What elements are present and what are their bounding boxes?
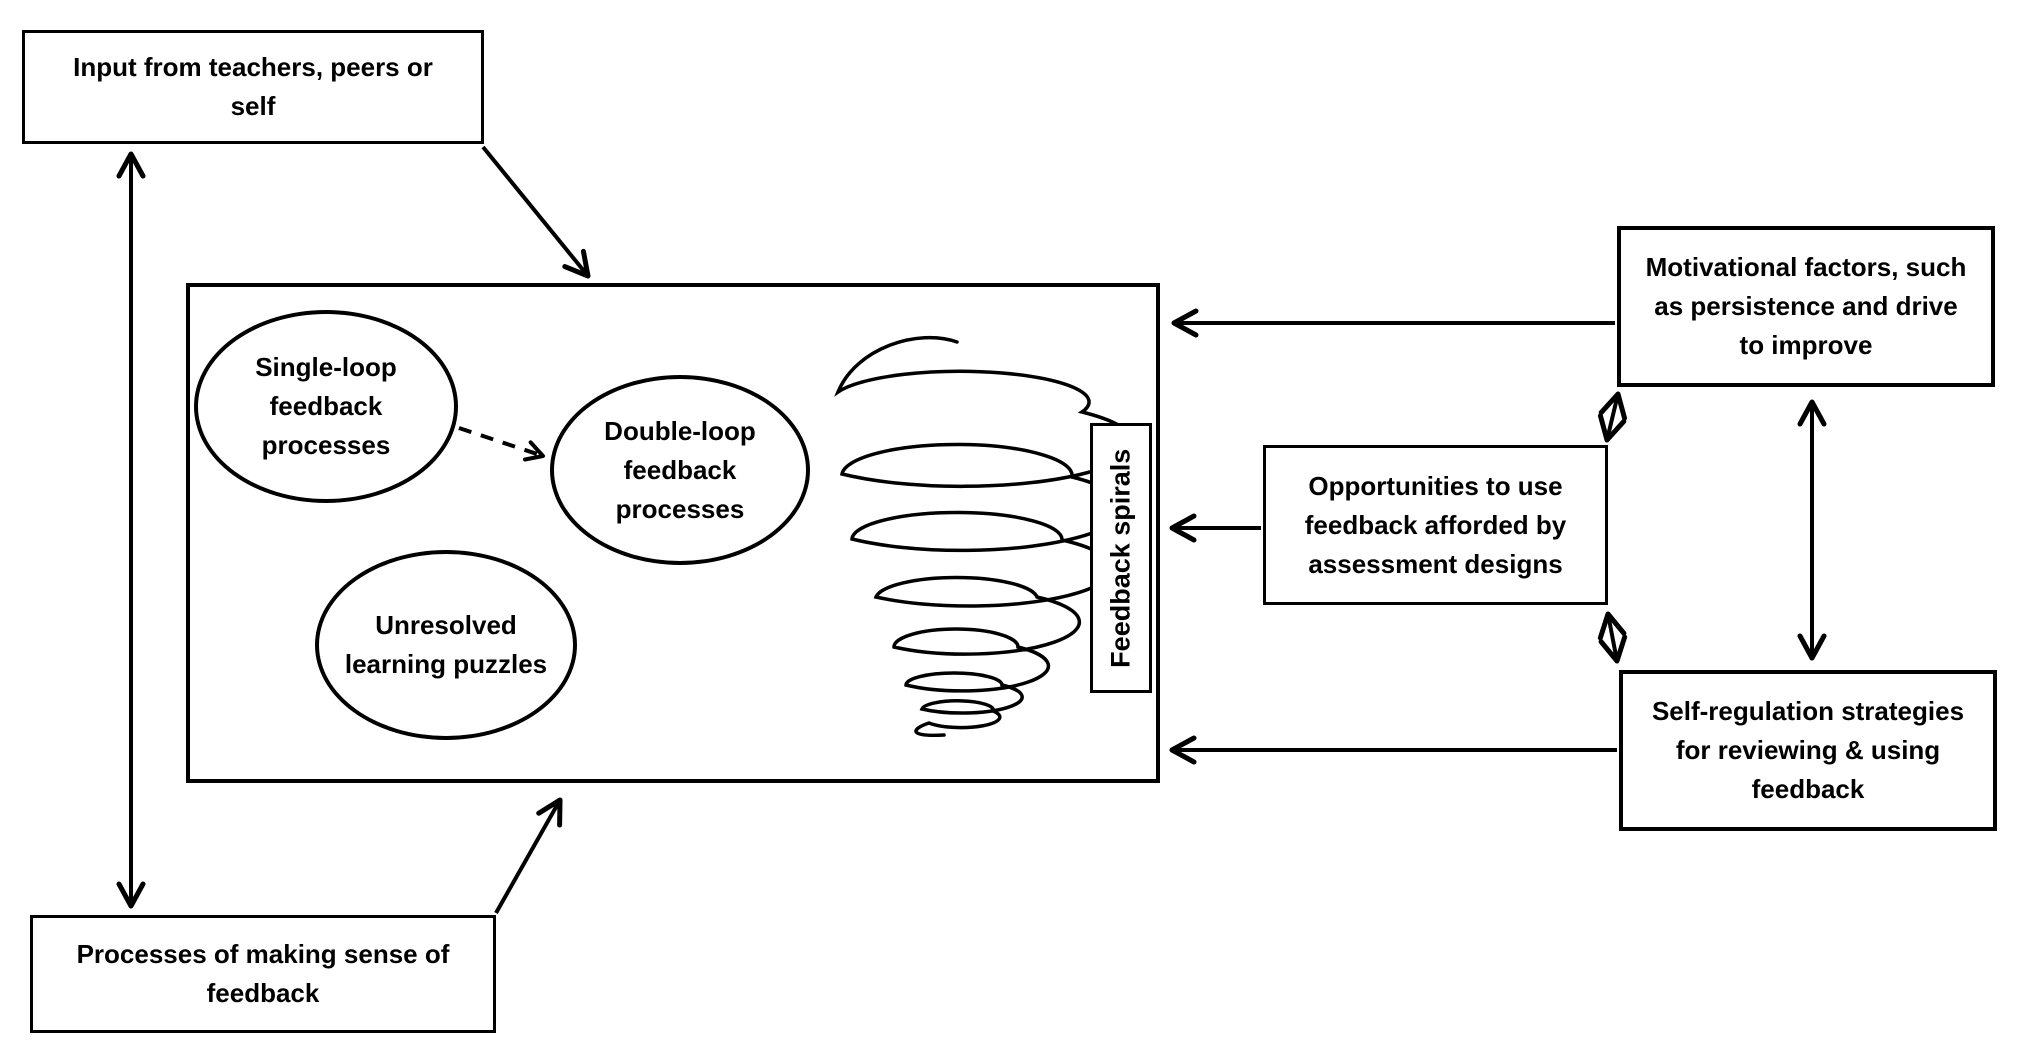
feedback-spirals-label-box: Feedback spirals [1090, 423, 1152, 693]
single-loop-ellipse: Single-loop feedback processes [194, 310, 458, 503]
motivational-factors-label: Motivational factors, such as persistenc… [1645, 252, 1967, 360]
input-box: Input from teachers, peers or self [22, 30, 484, 144]
sense-making-box-label: Processes of making sense of feedback [76, 939, 450, 1008]
arrow-singleloop-to-doubleloop [458, 426, 545, 462]
sense-making-box: Processes of making sense of feedback [30, 915, 496, 1033]
unresolved-puzzles-label: Unresolved learning puzzles [344, 610, 548, 679]
double-loop-ellipse: Double-loop feedback processes [550, 375, 810, 565]
spiral-drawing [834, 335, 1136, 738]
motivational-factors-box: Motivational factors, such as persistenc… [1617, 226, 1995, 387]
opportunities-label: Opportunities to use feedback afforded b… [1304, 470, 1567, 579]
central-feedback-box [186, 283, 1160, 783]
arrow-opportunities-selfregulation-bidirectional [1597, 611, 1628, 664]
double-loop-label: Double-loop feedback processes [604, 415, 756, 524]
arrow-input-to-central [481, 145, 591, 279]
arrow-motivational-opportunities-bidirectional [1597, 391, 1628, 443]
input-box-label: Input from teachers, peers or self [73, 52, 433, 121]
arrow-sense-to-central [494, 797, 563, 914]
unresolved-puzzles-ellipse: Unresolved learning puzzles [315, 550, 577, 740]
feedback-spirals-label: Feedback spirals [1105, 448, 1136, 668]
opportunities-box: Opportunities to use feedback afforded b… [1263, 445, 1608, 605]
single-loop-label: Single-loop feedback processes [255, 352, 397, 460]
self-regulation-label: Self-regulation strategies for reviewing… [1651, 696, 1965, 804]
self-regulation-box: Self-regulation strategies for reviewing… [1619, 670, 1997, 831]
